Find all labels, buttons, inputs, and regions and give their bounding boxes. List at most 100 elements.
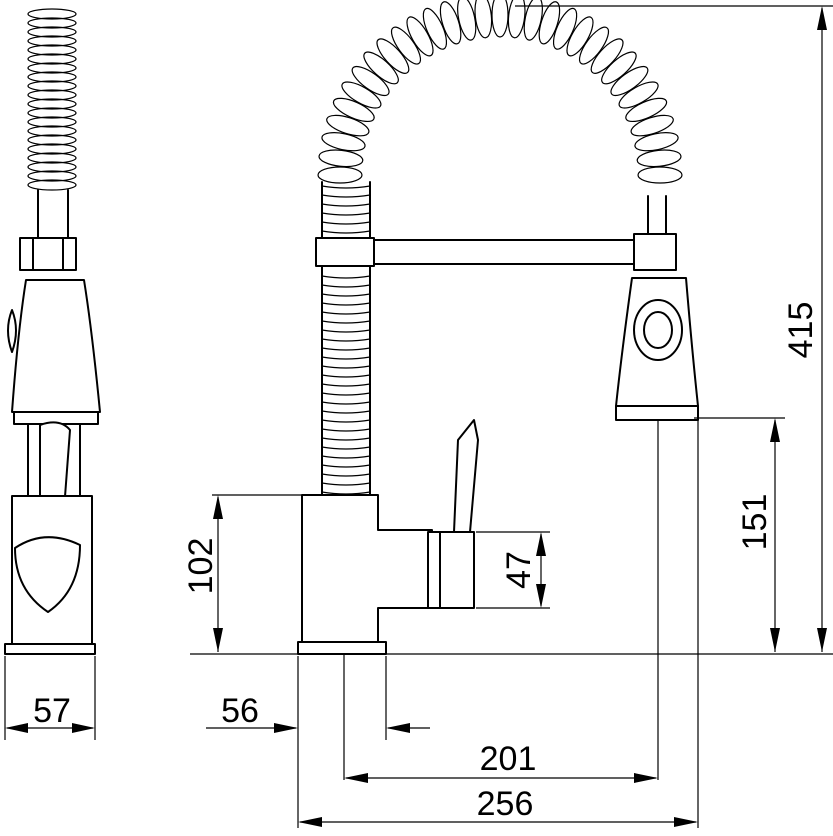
column-rib — [321, 428, 371, 432]
spring-loop — [27, 98, 77, 110]
side-spring-coil — [27, 8, 77, 191]
spring-loop — [363, 51, 399, 85]
spring-loop — [422, 7, 448, 50]
dim-lever-height: 47 — [500, 551, 538, 589]
front-view — [297, 0, 699, 655]
spring-loop — [390, 26, 422, 65]
column-rib — [321, 329, 371, 333]
lever-base — [427, 531, 475, 609]
spring-loop — [630, 114, 674, 137]
arc-spring-coil — [317, 0, 683, 184]
spring-loop — [27, 125, 77, 137]
spring-loop — [27, 143, 77, 155]
spout-bar — [373, 239, 637, 265]
spring-loop — [27, 89, 77, 101]
spring-loop — [27, 161, 77, 173]
spring-loop — [625, 97, 668, 123]
spring-loop — [376, 38, 410, 74]
spring-loop — [27, 62, 77, 74]
spring-loop — [507, 0, 526, 39]
spring-loop — [27, 152, 77, 164]
spring-loop — [27, 107, 77, 119]
column-rib — [321, 365, 371, 369]
spring-loop — [326, 114, 370, 137]
head-collar — [633, 233, 677, 271]
dim-base-height: 102 — [182, 538, 220, 595]
dim-spout-reach: 201 — [480, 740, 537, 778]
spring-loop — [27, 8, 77, 20]
column-rib — [321, 392, 371, 396]
dim-side-width: 57 — [33, 692, 71, 730]
spring-loop — [27, 53, 77, 65]
spring-loop — [321, 132, 366, 152]
column-ribs — [321, 185, 371, 495]
column-outline — [321, 181, 371, 496]
column-rib — [321, 293, 371, 297]
spring-loop — [590, 38, 624, 74]
spring-loop — [474, 0, 493, 39]
spring-loop — [27, 71, 77, 83]
column-rib — [321, 464, 371, 468]
spring-loop — [406, 16, 434, 57]
column-rib — [321, 455, 371, 459]
column-rib — [321, 410, 371, 414]
dim-overall-reach: 256 — [477, 785, 534, 823]
column-rib — [321, 284, 371, 288]
spring-loop — [491, 0, 509, 38]
spring-loop — [318, 149, 364, 168]
side-base — [4, 643, 96, 655]
spring-loop — [566, 16, 594, 57]
spring-loop — [27, 17, 77, 29]
column-rib — [321, 383, 371, 387]
spring-loop — [27, 44, 77, 56]
faucet-body — [301, 494, 433, 643]
side-view — [4, 8, 101, 655]
column-rib — [321, 212, 371, 216]
column-rib — [321, 221, 371, 225]
column-rib — [321, 491, 371, 495]
column-rib — [321, 347, 371, 351]
side-spray-head — [11, 279, 101, 413]
spring-loop — [637, 166, 683, 184]
dim-spout-clearance: 151 — [736, 494, 774, 551]
column-rib — [321, 302, 371, 306]
spring-loop — [27, 134, 77, 146]
column-rib — [321, 230, 371, 234]
spring-loop — [27, 80, 77, 92]
spring-loop — [317, 166, 363, 184]
column-rib — [321, 203, 371, 207]
spring-loop — [634, 132, 679, 152]
spray-button-inner — [643, 311, 673, 349]
spring-loop — [618, 81, 659, 109]
column-rib — [321, 419, 371, 423]
column-rib — [321, 401, 371, 405]
spring-loop — [332, 97, 375, 123]
column-rib — [321, 374, 371, 378]
spring-loop — [341, 81, 382, 109]
column-rib — [321, 482, 371, 486]
column-rib — [321, 446, 371, 450]
column-rib — [321, 437, 371, 441]
column-collar — [315, 237, 375, 267]
spring-loop — [636, 149, 682, 168]
spring-loop — [351, 65, 390, 97]
spring-loop — [578, 26, 610, 65]
column-rib — [321, 185, 371, 189]
spring-loop — [27, 179, 77, 191]
spring-loop — [27, 116, 77, 128]
column-rib — [321, 320, 371, 324]
dimension-lines — [4, 5, 833, 828]
spring-loop — [27, 35, 77, 47]
dim-total-height: 415 — [782, 302, 820, 359]
spring-loop — [601, 51, 637, 85]
spring-loop — [523, 0, 543, 41]
column-rib — [321, 356, 371, 360]
dim-base-width: 56 — [221, 692, 259, 730]
column-rib — [321, 338, 371, 342]
lever-handle — [453, 419, 479, 533]
column-rib — [321, 473, 371, 477]
column-rib — [321, 311, 371, 315]
side-collar — [19, 237, 77, 271]
spring-loop — [457, 0, 477, 41]
side-lever-shield — [14, 536, 81, 613]
